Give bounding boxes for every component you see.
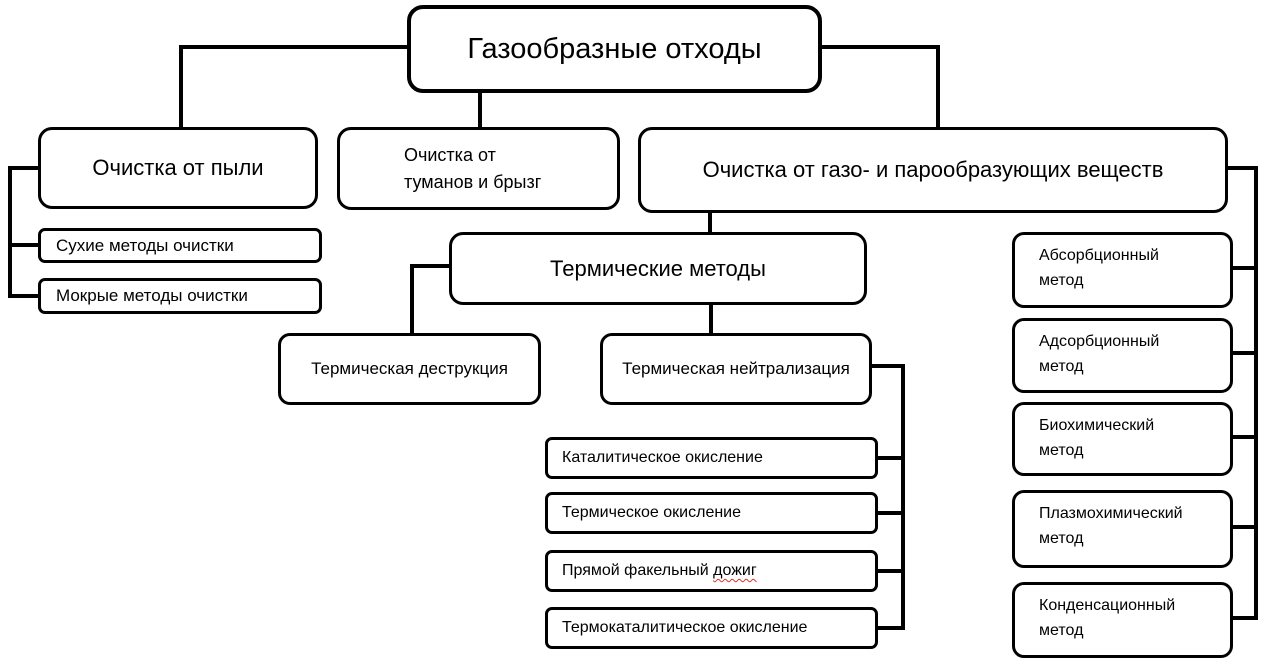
node-thermal-destruction[interactable]: Термическая деструкция [278,333,541,405]
node-label-line: метод [1039,621,1084,639]
node-direct-flare-afterburning[interactable]: Прямой факельный дожиг [545,550,878,592]
node-label: Сухие методы очистки [56,235,234,255]
connector-line [878,456,905,460]
connector-line [410,264,414,333]
node-label: Термические методы [550,255,766,281]
node-label-line: Биохимический [1039,417,1155,434]
node-mist-spray-cleaning[interactable]: Очистка от туманов и брызг [337,127,620,210]
connector-line [878,569,905,573]
connector-line [8,166,12,298]
node-label-line: Плазмохимический [1039,505,1183,522]
node-plasma-chemical-method[interactable]: Плазмохимический метод [1012,490,1233,568]
connector-line [1233,435,1258,439]
connector-line [878,511,905,515]
connector-line [1233,525,1258,529]
node-thermal-neutralization[interactable]: Термическая нейтрализация [600,333,872,405]
connector-line [410,264,449,268]
node-biochemical-method[interactable]: Биохимический метод [1012,402,1233,476]
node-dust-cleaning[interactable]: Очистка от пыли [38,127,318,209]
connector-line [8,243,38,247]
node-label: Каталитическое окисление [562,449,763,466]
node-label: Термическая деструкция [311,359,508,379]
node-label-line: туманов и брызг [404,171,542,192]
node-condensation-method[interactable]: Конденсационный метод [1012,582,1233,658]
node-thermocatalytic-oxidation[interactable]: Термокаталитическое окисление [545,607,878,649]
node-label: Очистка от газо- и парообразующих вещест… [702,157,1164,183]
node-absorption-method[interactable]: Абсорбционный метод [1012,232,1233,308]
node-label: Мокрые методы очистки [56,286,248,306]
connector-line [901,364,905,630]
connector-line [179,45,183,127]
node-gas-vapor-cleaning[interactable]: Очистка от газо- и парообразующих вещест… [638,127,1228,213]
connector-line [8,294,38,298]
connector-line [708,213,712,232]
node-label-line: Адсорбционный [1039,333,1160,350]
connector-line [179,45,407,49]
connector-line [1233,351,1258,355]
connector-line [8,166,38,170]
connector-line [822,45,940,49]
connector-line [936,45,940,127]
connector-line [878,626,905,630]
node-label-line: метод [1039,357,1084,375]
connector-line [1254,166,1258,620]
node-label-line: Очистка от [404,145,496,166]
node-label: Термическая нейтрализация [622,359,850,379]
node-label: Прямой факельный дожиг [562,562,757,579]
node-adsorption-method[interactable]: Адсорбционный метод [1012,318,1233,393]
node-label-line: метод [1039,271,1084,289]
node-label-line: метод [1039,529,1084,547]
connector-line [478,93,482,127]
node-thermal-methods[interactable]: Термические методы [449,232,867,305]
node-label-line: Абсорбционный [1039,247,1159,264]
connector-line [1233,616,1258,620]
connector-line [709,305,713,333]
misspelled-word: дожиг [713,562,757,579]
connector-line [1228,166,1258,170]
node-label: Газообразные отходы [467,32,762,65]
connector-line [1233,266,1258,270]
connector-line [872,364,903,368]
node-dry-methods[interactable]: Сухие методы очистки [38,228,322,263]
node-thermal-oxidation[interactable]: Термическое окисление [545,492,878,534]
node-label: Термокаталитическое окисление [562,619,808,636]
node-label-line: метод [1039,441,1084,459]
node-catalytic-oxidation[interactable]: Каталитическое окисление [545,437,878,479]
node-gaseous-waste[interactable]: Газообразные отходы [407,5,822,93]
node-label: Очистка от пыли [92,155,264,181]
node-wet-methods[interactable]: Мокрые методы очистки [38,278,322,314]
node-label-line: Конденсационный [1039,597,1176,614]
node-label: Термическое окисление [562,504,742,521]
